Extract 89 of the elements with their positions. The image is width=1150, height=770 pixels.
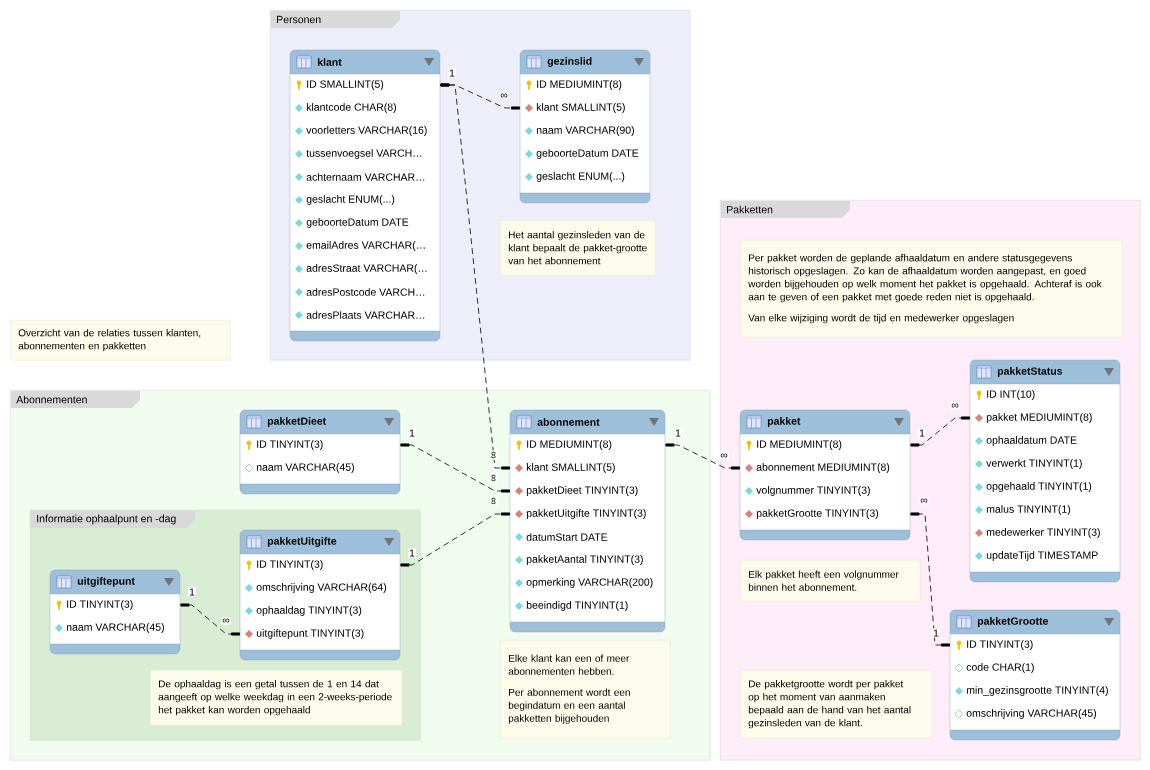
column-label: ID TINYINT(3): [967, 640, 1033, 650]
column-label: geslacht ENUM(...): [536, 172, 625, 182]
note-box: Overzicht van de relaties tussen klanten, abonnementen en pakketten: [10, 320, 231, 361]
column-label: adresPostcode VARCH…: [306, 288, 425, 296]
cardinality-label: 1: [408, 548, 416, 558]
column-label: min_gezinsgrootte TINYINT(4): [966, 686, 1108, 696]
column-label: klantcode CHAR(8): [306, 103, 396, 113]
cardinality-label: 1: [448, 68, 456, 78]
cardinality-label: 1: [674, 428, 682, 438]
column-label: pakketDieet TINYINT(3): [526, 486, 638, 496]
layer-tab: Personen: [271, 11, 400, 28]
column-label: naam VARCHAR(90): [536, 126, 634, 136]
column-label: opmerking VARCHAR(200): [526, 578, 653, 588]
column-label: omschrijving VARCHAR(45): [966, 709, 1097, 719]
layer-tab: Abonnementen: [11, 391, 140, 408]
column-label: ID SMALLINT(5): [307, 80, 384, 90]
cardinality-label: 1: [918, 428, 926, 438]
column-label: uitgiftepunt TINYINT(3): [256, 629, 364, 639]
cardinality-label: ∞: [719, 452, 729, 460]
table-title: uitgiftepunt: [77, 577, 135, 587]
note-box: Het aantal gezinsleden van de klant bepaalt de pakket-grootte van het abonnement: [500, 220, 656, 276]
column-label: achternaam VARCHAR…: [306, 173, 425, 181]
column-label: pakketAantal TINYINT(3): [526, 555, 643, 565]
column-label: ID TINYINT(3): [257, 560, 323, 570]
column-label: tussenvoegsel VARCH…: [306, 149, 422, 159]
column-label: ID MEDIUMINT(8): [757, 440, 842, 450]
relationship-line: [665, 443, 740, 470]
column-label: updateTijd TIMESTAMP: [986, 551, 1098, 561]
column-label: code CHAR(1): [966, 663, 1034, 673]
cardinality-label: ∞: [950, 402, 960, 410]
column-label: volgnummer TINYINT(3): [756, 486, 870, 496]
column-label: malus TINYINT(1): [986, 505, 1071, 515]
column-label: naam VARCHAR(45): [256, 463, 354, 473]
column-label: ID TINYINT(3): [257, 440, 323, 450]
note-box: Elke klant kan een of meer abonnementen hebben. Per abonnement wordt een begindatum en een aantal pakketten bijgehouden: [500, 640, 671, 739]
relationship-line: [400, 443, 510, 493]
cardinality-label: ∞: [490, 496, 498, 506]
column-label: datumStart DATE: [526, 533, 608, 541]
column-label: abonnement MEDIUMINT(8): [756, 463, 890, 473]
cardinality-label: 1: [188, 587, 196, 597]
column-label: ophaaldag TINYINT(3): [256, 606, 362, 616]
column-label: ID INT(10): [987, 390, 1035, 400]
column-label: ID MEDIUMINT(8): [527, 440, 612, 450]
relationship-line: [400, 512, 510, 567]
column-label: pakket MEDIUMINT(8): [986, 413, 1092, 423]
table-title: pakket: [767, 417, 801, 427]
table-title: abonnement: [537, 418, 600, 426]
note-box: Elk pakket heeft een volgnummer binnen het abonnement.: [740, 560, 921, 602]
column-label: naam VARCHAR(45): [66, 623, 164, 633]
cardinality-label: ∞: [490, 473, 498, 483]
table-title: pakketGrootte: [977, 617, 1048, 627]
cardinality-label: 1: [932, 628, 940, 638]
table-title: klant: [317, 58, 342, 66]
note-box: Per pakket worden de geplande afhaaldatum en andere statusgegevens historisch opgeslagen. Zo kan de afhaaldatum worden aangepast, en goed worden bijgehouden op welk moment het pakket is opgehaald. Achteraf is ook aan te geven of een pakket met goede reden niet is opgehaald. Van elke wijziging wordt de tijd en medewerker opgeslagen: [740, 240, 1123, 338]
column-label: voorletters VARCHAR(16): [306, 126, 427, 136]
table-title: pakketUitgifte: [267, 537, 337, 547]
column-label: opgehaald TINYINT(1): [986, 482, 1092, 492]
column-label: pakketUitgifte TINYINT(3): [526, 509, 646, 519]
column-label: ID TINYINT(3): [67, 600, 133, 610]
column-label: geslacht ENUM(...): [306, 195, 395, 205]
layer-tab: Pakketten: [721, 201, 850, 218]
column-label: ophaaldatum DATE: [986, 436, 1077, 446]
table-title: gezinslid: [547, 57, 592, 67]
column-label: emailAdres VARCHAR(…: [306, 241, 425, 251]
relationship-line: [910, 416, 970, 447]
column-label: beeindigd TINYINT(1): [526, 601, 628, 611]
note-box: De pakketgrootte wordt per pakket op het moment van aanmaken bepaald aan de hand van het aantal gezinsleden van de klant.: [740, 670, 933, 739]
relationship-line: [180, 603, 240, 636]
column-label: klant SMALLINT(5): [536, 103, 625, 113]
relationship-line: [440, 83, 510, 470]
relationship-line: [910, 512, 950, 647]
cardinality-label: ∞: [499, 92, 509, 100]
column-label: adresPlaats VARCHAR…: [306, 311, 425, 319]
note-box: De ophaaldag is een getal tussen de 1 en 14 dat aangeeft op welke weekdag in een 2-weeks-periode het pakket kan worden opgehaald: [150, 670, 403, 726]
column-label: geboorteDatum DATE: [536, 149, 639, 159]
column-label: ID MEDIUMINT(8): [537, 80, 622, 90]
column-label: klant SMALLINT(5): [526, 463, 615, 473]
column-label: geboorteDatum DATE: [306, 218, 409, 228]
column-label: medewerker TINYINT(3): [986, 528, 1100, 538]
column-label: verwerkt TINYINT(1): [986, 459, 1082, 469]
column-label: adresStraat VARCHAR(…: [306, 264, 427, 274]
table-title: pakketDieet: [267, 417, 326, 427]
table-title: pakketStatus: [997, 367, 1063, 377]
cardinality-label: ∞: [490, 450, 498, 460]
cardinality-label: 1: [408, 428, 416, 438]
cardinality-label: ∞: [919, 497, 929, 505]
column-label: omschrijving VARCHAR(64): [256, 583, 387, 593]
column-label: pakketGrootte TINYINT(3): [756, 509, 879, 519]
cardinality-label: ∞: [221, 617, 231, 625]
